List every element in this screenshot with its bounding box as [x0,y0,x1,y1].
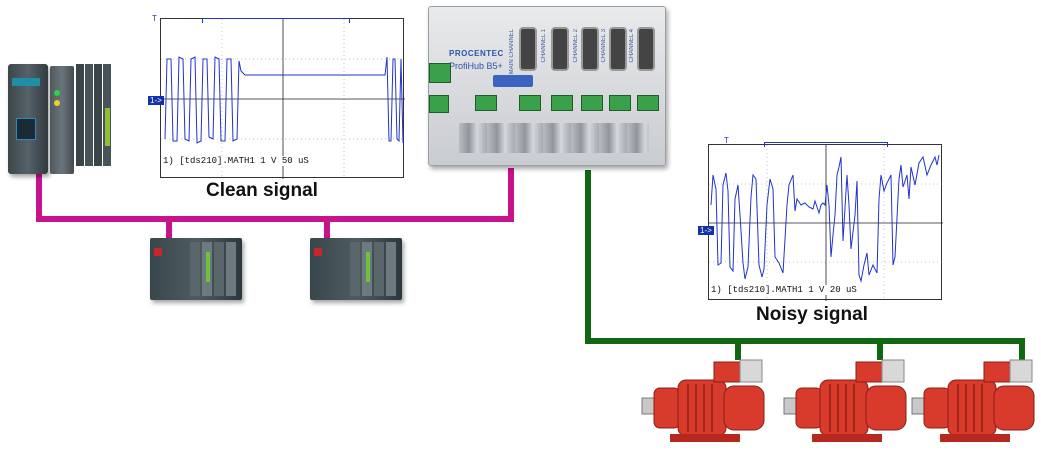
hub-channel-2: CHANNEL 2 [573,29,579,63]
green-bus-motor3-drop [1019,342,1025,360]
clean-scope-readout: 1) [tds210].MATH1 1 V 50 uS [163,156,309,166]
clean-channel-marker: 1-> [148,96,164,105]
noisy-channel-marker: 1-> [698,226,714,235]
hub-channel-main: MAIN CHANNEL [509,29,515,75]
clean-trigger-marker: T [152,14,157,23]
remote-io-module-icon [150,238,242,300]
noisy-timebase-bracket [764,142,888,147]
hub-connector-4 [637,27,655,71]
pink-bus-hub-drop [508,168,514,222]
noisy-signal-caption: Noisy signal [756,304,868,325]
pink-bus-io2-drop [324,220,330,240]
hub-terminal-main [475,95,497,111]
gear-motor-icon [640,358,770,450]
gear-motor-icon [910,358,1040,450]
profihub-icon: PROCENTEC ProfiHub B5+ MAIN CHANNEL CHAN… [428,6,666,166]
pink-bus-io1-drop [166,220,172,240]
remote-io-module-icon [310,238,402,300]
clean-timebase-bracket [202,18,350,23]
hub-terminal-ch2 [551,95,573,111]
hub-connector-3 [609,27,627,71]
green-bus-motor1-drop [735,342,741,360]
gear-motor-icon [782,358,912,450]
plc-rack-icon [8,60,112,180]
hub-terminal-power [429,63,451,83]
hub-connector-main [519,27,537,71]
pink-bus-main [36,216,514,222]
clean-signal-caption: Clean signal [206,180,318,201]
green-bus-main [585,338,1025,344]
hub-connector-1 [551,27,569,71]
hub-model: ProfiHub B5+ [449,61,503,71]
hub-logo-mark [493,75,533,87]
hub-channel-1: CHANNEL 1 [541,29,547,63]
noisy-waveform [709,145,943,301]
hub-terminal-ch4 [609,95,631,111]
pink-bus-left-drop [36,162,42,222]
hub-connector-2 [581,27,599,71]
hub-gland-row [459,123,649,153]
hub-terminal-left [429,95,449,113]
hub-terminal-ch3 [581,95,603,111]
noisy-signal-scope: 1) [tds210].MATH1 1 V 20 uS [708,144,943,301]
clean-waveform [161,19,405,179]
clean-signal-scope: 1) [tds210].MATH1 1 V 50 uS [160,18,405,179]
noisy-scope-readout: 1) [tds210].MATH1 1 V 20 uS [711,285,857,295]
noisy-trigger-marker: T [724,136,729,145]
hub-terminal-ch1 [519,95,541,111]
hub-brand: PROCENTEC [449,49,504,58]
hub-channel-4: CHANNEL 4 [629,29,635,63]
hub-channel-3: CHANNEL 3 [601,29,607,63]
green-bus-motor2-drop [877,342,883,360]
green-bus-hub-drop [585,170,591,344]
hub-terminal-ch5 [637,95,659,111]
